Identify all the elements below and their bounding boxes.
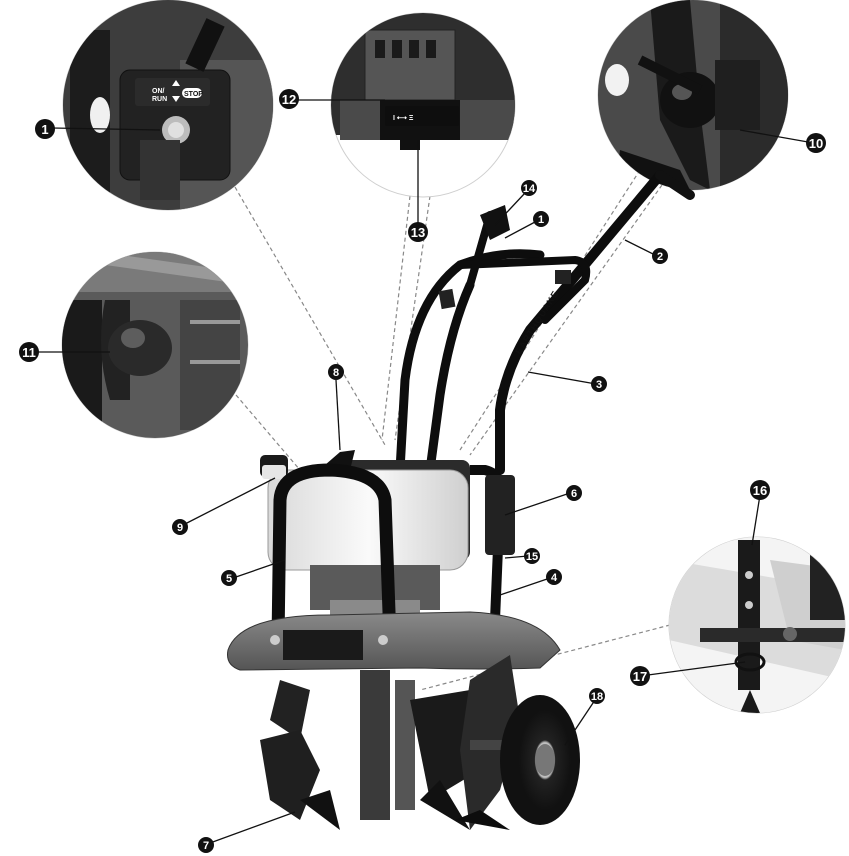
- tiller-machine: EARTHQUAKE: [228, 175, 691, 830]
- callout-6: 6: [566, 485, 582, 501]
- svg-text:18: 18: [591, 691, 603, 703]
- detail-choke-lever: I ⟷ Ξ: [330, 10, 520, 197]
- callout-5: 5: [221, 570, 237, 586]
- svg-text:2: 2: [657, 251, 663, 263]
- svg-text:15: 15: [526, 551, 538, 563]
- svg-text:14: 14: [523, 183, 536, 195]
- tines-assembly: [260, 655, 520, 830]
- svg-text:10: 10: [809, 136, 823, 151]
- callout-2: 2: [652, 248, 668, 264]
- callout-15: 15: [524, 548, 540, 564]
- svg-text:7: 7: [203, 840, 209, 852]
- callout-10: 10: [806, 133, 826, 153]
- callout-18: 18: [589, 688, 605, 704]
- handle-brand-decal: EARTHQUAKE: [513, 288, 560, 356]
- svg-text:13: 13: [411, 225, 425, 240]
- callout-8: 8: [328, 364, 344, 380]
- svg-text:9: 9: [177, 522, 183, 534]
- callout-13: 13: [408, 222, 428, 242]
- callout-1b: 1: [533, 211, 549, 227]
- callout-4: 4: [546, 569, 562, 585]
- svg-text:3: 3: [596, 379, 602, 391]
- svg-text:4: 4: [551, 572, 558, 584]
- svg-text:1: 1: [538, 214, 544, 226]
- svg-text:6: 6: [571, 488, 577, 500]
- decal-choke-symbols: I ⟷ Ξ: [393, 115, 414, 122]
- decal-stop: STOP: [184, 91, 203, 98]
- detail-primer-bulb: [62, 252, 248, 438]
- svg-text:16: 16: [753, 483, 767, 498]
- callout-9: 9: [172, 519, 188, 535]
- svg-text:17: 17: [633, 669, 647, 684]
- detail-tine-clip-pin: [669, 537, 849, 713]
- callout-16: 16: [750, 480, 770, 500]
- svg-text:5: 5: [226, 573, 232, 585]
- callout-7: 7: [198, 837, 214, 853]
- svg-text:8: 8: [333, 367, 339, 379]
- detail-throttle-lever: [598, 0, 790, 190]
- callout-11: 11: [19, 342, 39, 362]
- decal-run: RUN: [152, 96, 167, 103]
- callout-3: 3: [591, 376, 607, 392]
- svg-text:12: 12: [282, 92, 296, 107]
- svg-text:11: 11: [22, 345, 36, 360]
- callout-1a: 1: [35, 119, 55, 139]
- callout-17: 17: [630, 666, 650, 686]
- callout-14: 14: [521, 180, 537, 196]
- decal-on-run: ON/: [152, 88, 165, 95]
- wheel: [500, 695, 580, 825]
- callout-12: 12: [279, 89, 299, 109]
- svg-text:1: 1: [41, 122, 48, 137]
- detail-on-stop-switch: ON/ RUN STOP: [60, 0, 280, 215]
